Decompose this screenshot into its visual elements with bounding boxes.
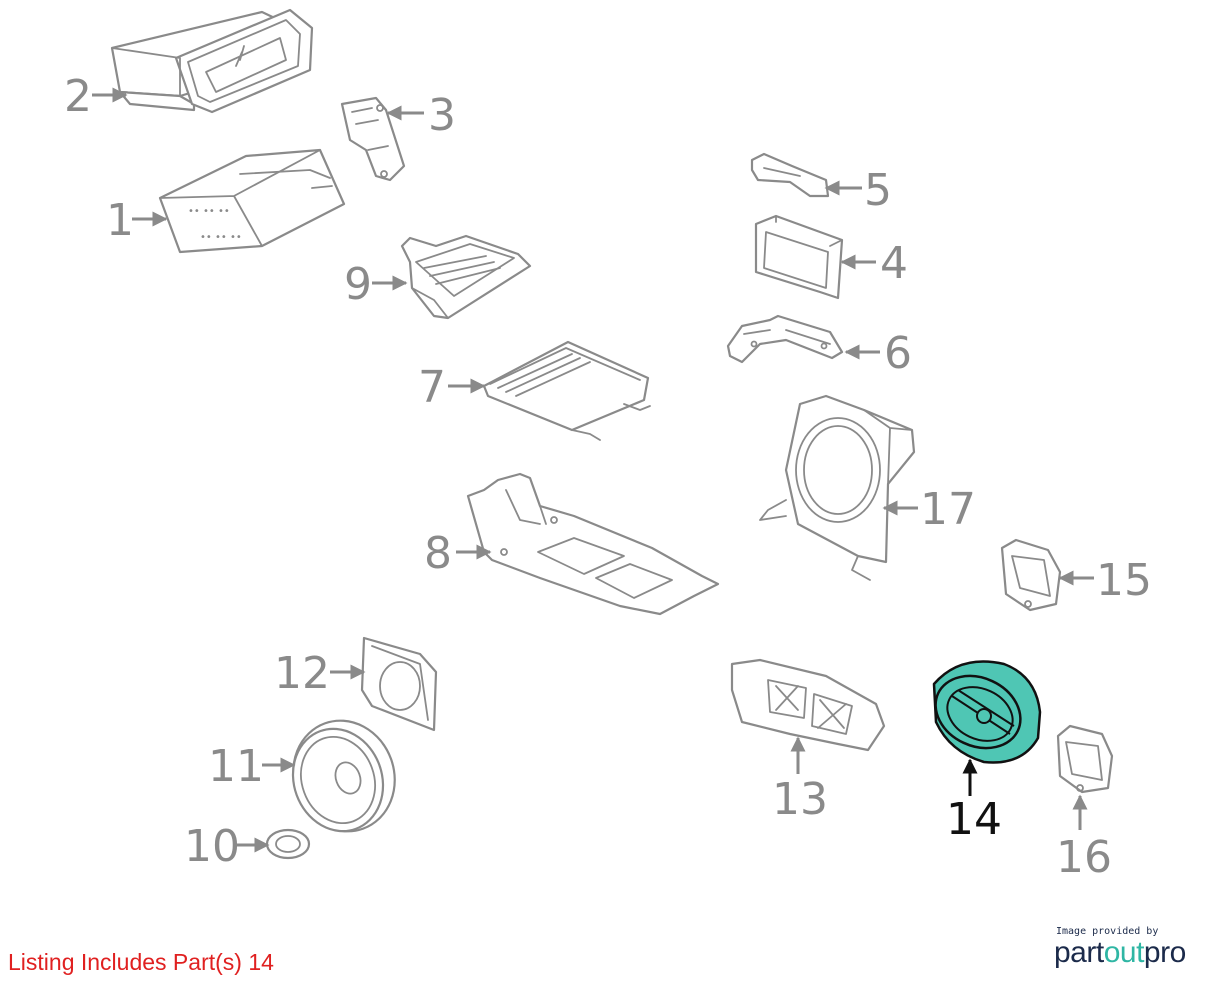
callout-17: 17: [920, 484, 976, 535]
callout-1: 1: [106, 195, 134, 246]
part-15-cover[interactable]: [1000, 538, 1062, 612]
listing-includes-text: Listing Includes Part(s) 14: [8, 949, 274, 975]
callout-11: 11: [208, 741, 264, 792]
brand-wordmark: partoutpro: [1054, 936, 1186, 970]
part-10-tweeter[interactable]: [265, 828, 311, 860]
callout-arrows: [92, 87, 1094, 853]
part-16-cover[interactable]: [1056, 724, 1114, 794]
callout-14: 14: [946, 794, 1002, 845]
callout-15: 15: [1096, 555, 1152, 606]
part-7-amplifier[interactable]: [482, 340, 651, 441]
part-11-speaker[interactable]: [278, 706, 410, 845]
part-6-bracket[interactable]: [726, 314, 844, 364]
callout-16: 16: [1056, 832, 1112, 883]
callout-8: 8: [424, 528, 452, 579]
part-3-bracket[interactable]: [340, 96, 406, 182]
callout-6: 6: [884, 328, 912, 379]
callout-labels: 1 2 3 4 5 6 7 8 9 10 11 12 13 14 15 16 1…: [64, 71, 1152, 883]
callout-3: 3: [428, 90, 456, 141]
svg-text:•• •• ••: •• •• ••: [200, 232, 242, 243]
part-5-bracket[interactable]: [750, 152, 830, 198]
brand-part-3: pro: [1143, 936, 1186, 969]
part-14-speaker[interactable]: [924, 660, 1042, 764]
part-8-tray[interactable]: [466, 472, 720, 616]
callout-4: 4: [880, 238, 908, 289]
part-12-speaker-cover[interactable]: [360, 636, 438, 732]
part-1-cd-unit[interactable]: •• •• •• •• •• ••: [158, 148, 346, 254]
callout-5: 5: [864, 165, 892, 216]
callout-7: 7: [418, 362, 446, 413]
image-provided-by-label: Image provided by: [1056, 926, 1159, 937]
part-2-display-unit[interactable]: [110, 8, 314, 114]
part-4-module[interactable]: [754, 214, 844, 300]
brand-part-2: out: [1103, 936, 1145, 969]
part-13-trim-panel[interactable]: [730, 658, 886, 752]
callout-13: 13: [772, 774, 828, 825]
callout-10: 10: [184, 821, 240, 872]
brand-part-1: part: [1054, 936, 1104, 969]
part-17-enclosure[interactable]: [759, 394, 916, 581]
callout-9: 9: [344, 259, 372, 310]
callout-12: 12: [274, 648, 330, 699]
callout-2: 2: [64, 71, 92, 122]
part-9-amplifier[interactable]: [400, 234, 532, 320]
partoutpro-logo: Image provided by partoutpro: [1052, 926, 1212, 974]
svg-text:•• •• ••: •• •• ••: [188, 206, 230, 217]
